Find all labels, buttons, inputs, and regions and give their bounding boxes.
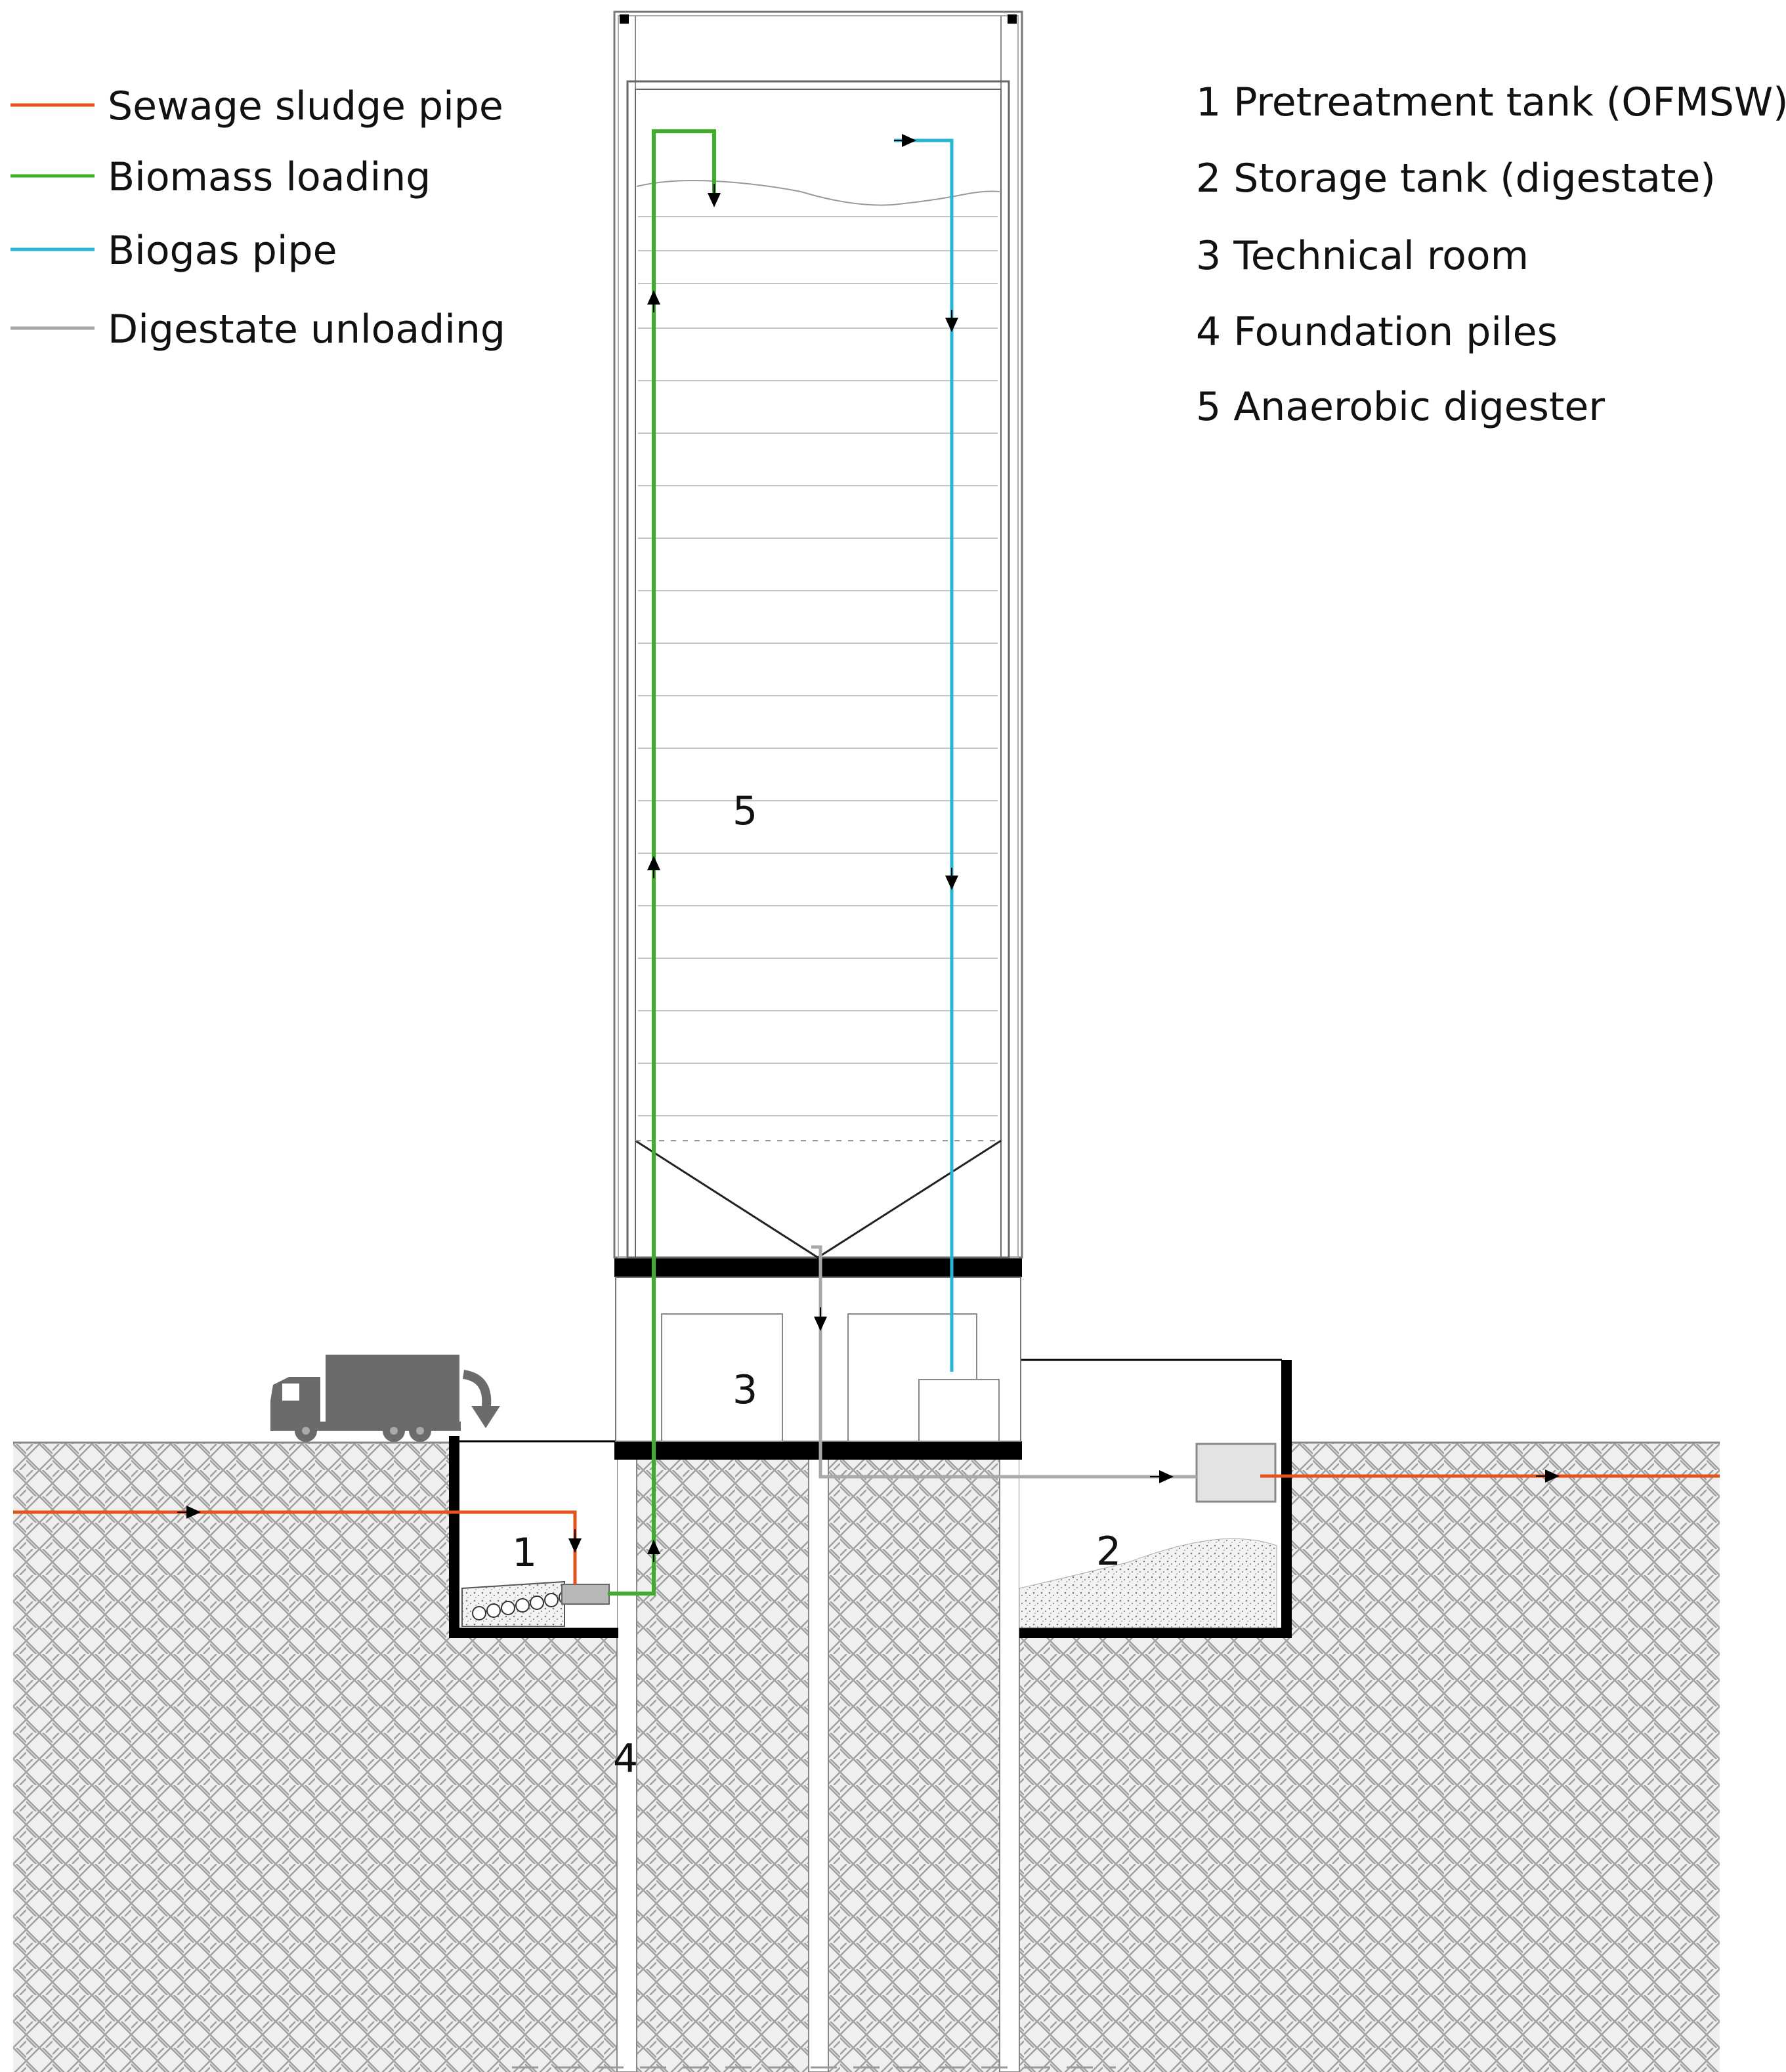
legend: Sewage sludge pipe Biomass loading Bioga… (11, 83, 505, 352)
pretreatment-tank (449, 1436, 618, 1638)
key-item-technical-room: 3 Technical room (1196, 233, 1529, 279)
technical-room (615, 1277, 1021, 1442)
digestate-valve (1195, 1443, 1277, 1503)
digestate-unloading-pipe (811, 1245, 1197, 1483)
key-item-anaerobic-digester: 5 Anaerobic digester (1196, 384, 1605, 430)
key-item-foundation-piles: 4 Foundation piles (1196, 309, 1558, 355)
lower-slab (614, 1441, 1022, 1460)
legend-label: Biomass loading (108, 154, 431, 200)
delivery-truck-icon (270, 1355, 461, 1442)
sewage-sludge-pipes (13, 1469, 1720, 1584)
legend-item-biomass-loading: Biomass loading (11, 154, 431, 200)
digester-tower (613, 11, 1023, 1259)
component-key: 1 Pretreatment tank (OFMSW) 2 Storage ta… (1196, 79, 1786, 430)
upper-slab (614, 1258, 1022, 1277)
legend-item-digestate-unloading: Digestate unloading (11, 307, 505, 352)
foundation-piles (512, 1458, 1116, 2072)
liquid-surface (636, 180, 1000, 206)
storage-tank (1018, 1359, 1292, 1638)
legend-label: Biogas pipe (108, 228, 337, 274)
digester-cone (635, 1139, 1002, 1259)
key-item-pretreatment: 1 Pretreatment tank (OFMSW) (1196, 79, 1786, 125)
biogas-pipe (894, 134, 958, 1372)
label-storage-tank: 2 (1096, 1529, 1121, 1575)
label-foundation-piles: 4 (613, 1736, 638, 1782)
legend-label: Sewage sludge pipe (108, 83, 503, 129)
pump-box (561, 1584, 610, 1605)
label-technical-room: 3 (733, 1367, 757, 1413)
liquid-hatching (638, 216, 998, 1116)
biomass-loading-pipe (608, 129, 721, 1596)
curved-arrow-icon (462, 1370, 500, 1428)
legend-item-biogas-pipe: Biogas pipe (11, 228, 337, 274)
legend-item-sewage-sludge: Sewage sludge pipe (11, 83, 503, 129)
legend-label: Digestate unloading (108, 307, 505, 352)
label-anaerobic-digester: 5 (733, 788, 757, 834)
label-pretreatment-tank: 1 (512, 1530, 537, 1576)
key-item-storage: 2 Storage tank (digestate) (1196, 156, 1716, 201)
